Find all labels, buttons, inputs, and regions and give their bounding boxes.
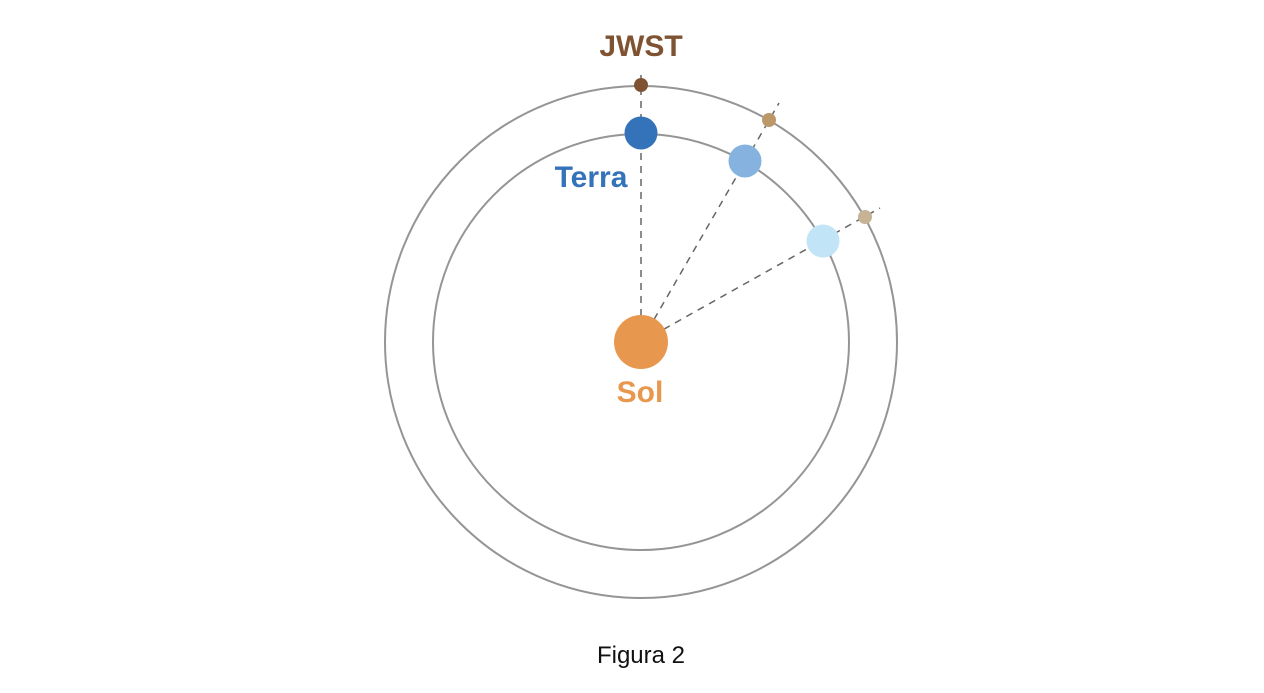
jwst-label: JWST	[599, 30, 682, 63]
jwst-icon	[858, 210, 872, 224]
earth-icon	[728, 144, 762, 178]
alignment-line-3	[640, 207, 881, 343]
alignment-line-2	[640, 102, 780, 343]
jwst-icon	[762, 113, 776, 127]
sun-icon	[614, 315, 668, 369]
jwst-icon	[634, 78, 648, 92]
earth-label: Terra	[555, 161, 628, 194]
sun-label: Sol	[617, 376, 664, 409]
figure-caption: Figura 2	[597, 642, 685, 669]
earth-icon	[806, 224, 840, 258]
earth-icon	[624, 116, 658, 150]
